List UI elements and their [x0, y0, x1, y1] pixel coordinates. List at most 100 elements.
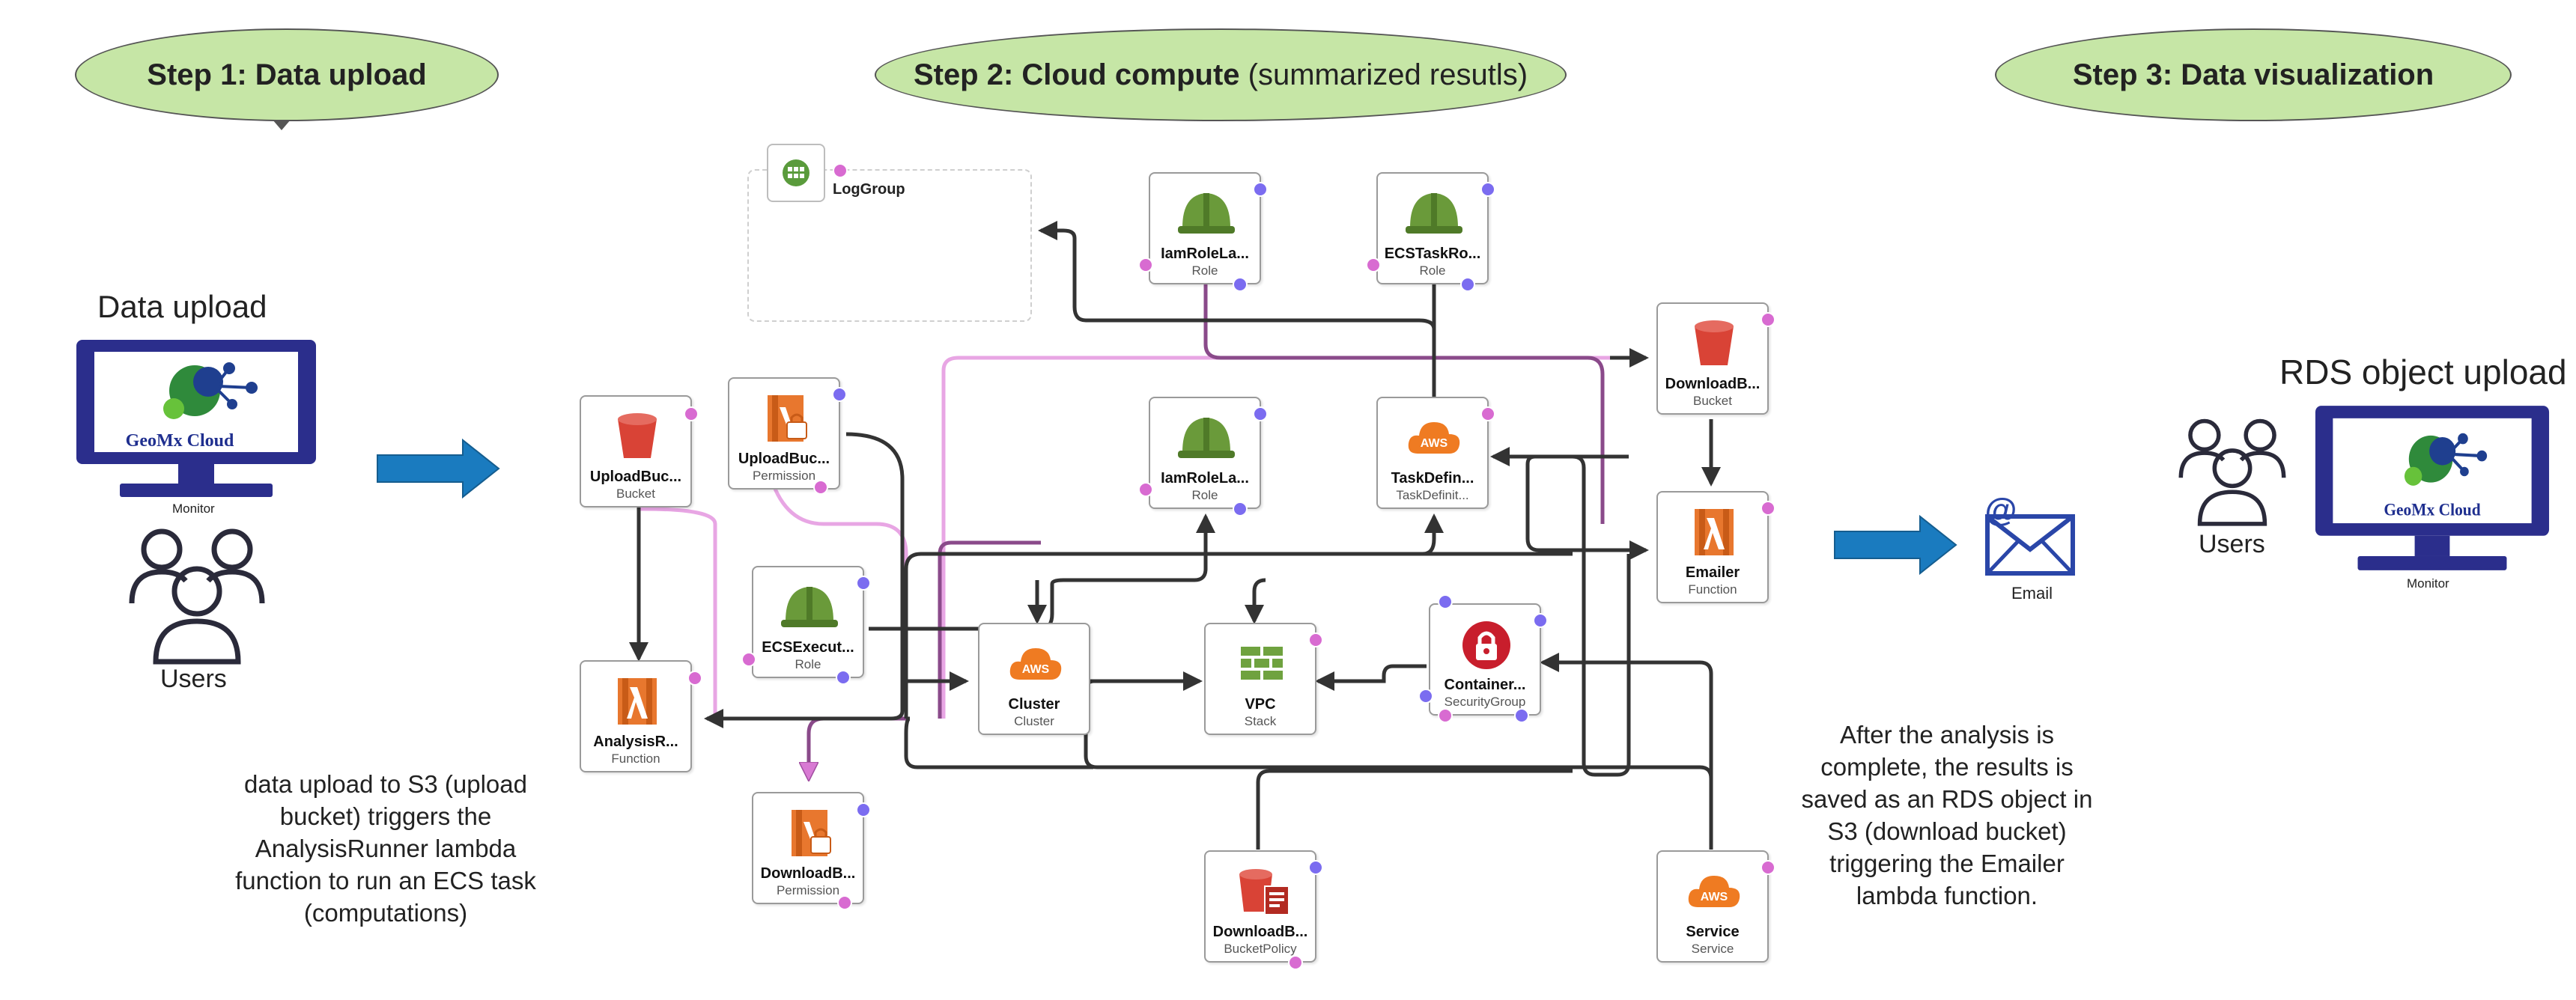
node-port[interactable]: [684, 406, 699, 421]
node-port[interactable]: [1514, 708, 1529, 723]
security-group-icon: [1462, 621, 1510, 669]
node-type: Role: [795, 657, 821, 671]
right-monitor-label: Monitor: [2407, 576, 2449, 591]
loggroup-name: LogGroup: [833, 181, 905, 198]
node-port[interactable]: [1480, 406, 1495, 421]
node-type: BucketPolicy: [1224, 942, 1297, 956]
result-flow-arrow: [1832, 513, 1959, 576]
node-type: Function: [611, 751, 660, 766]
node-name: VPC: [1245, 696, 1276, 713]
node-download-permission[interactable]: DownloadB... Permission: [752, 792, 864, 904]
right-description-line: S3 (download bucket): [1827, 817, 2067, 845]
node-port[interactable]: [1418, 689, 1433, 704]
node-port[interactable]: [687, 671, 702, 686]
loggroup-icon-card: [767, 144, 825, 202]
svg-text:@: @: [1985, 492, 2017, 528]
node-port[interactable]: [856, 802, 871, 817]
node-type: SecurityGroup: [1444, 695, 1526, 709]
node-type: Stack: [1244, 714, 1277, 728]
node-port[interactable]: [741, 652, 756, 667]
node-port[interactable]: [1138, 257, 1153, 272]
node-port[interactable]: [1253, 182, 1268, 197]
node-port[interactable]: [856, 576, 871, 591]
node-port[interactable]: [1308, 860, 1323, 875]
node-name: IamRoleLa...: [1161, 246, 1249, 262]
aws-ecs-icon: AWS: [1009, 648, 1062, 680]
node-port[interactable]: [1138, 482, 1153, 497]
s3-bucket-icon: [1695, 320, 1734, 365]
node-name: TaskDefin...: [1391, 470, 1474, 487]
node-emailer[interactable]: Emailer Function: [1656, 491, 1769, 603]
loggroup-port[interactable]: [833, 163, 848, 178]
node-ecs-exec-role[interactable]: ECSExecut... Role: [752, 566, 864, 678]
loggroup-container[interactable]: [747, 169, 1032, 322]
email-label: Email: [2011, 584, 2053, 603]
node-vpc[interactable]: VPC Stack: [1204, 623, 1316, 735]
node-upload-bucket[interactable]: UploadBuc... Bucket: [580, 395, 692, 507]
right-description-line: triggering the Emailer: [1829, 850, 2065, 877]
step2-title: Step 2: Cloud compute: [913, 58, 1240, 91]
node-container-sg[interactable]: Container... SecurityGroup: [1429, 603, 1541, 716]
node-type: Bucket: [616, 487, 655, 501]
node-port[interactable]: [1533, 613, 1548, 628]
node-name: AnalysisR...: [593, 734, 678, 750]
node-name: UploadBuc...: [589, 469, 682, 485]
node-name: DownloadB...: [1665, 376, 1761, 392]
node-iam-role-mid[interactable]: IamRoleLa... Role: [1149, 397, 1261, 509]
aws-ecs-icon: AWS: [1688, 876, 1740, 907]
node-port[interactable]: [1253, 406, 1268, 421]
right-screen-brand: GeoMx Cloud: [2384, 500, 2481, 519]
node-port[interactable]: [1233, 501, 1248, 516]
left-description-line: AnalysisRunner lambda: [255, 835, 517, 862]
node-analysis-runner[interactable]: AnalysisR... Function: [580, 660, 692, 772]
node-port[interactable]: [1761, 312, 1775, 327]
node-upload-permission[interactable]: UploadBuc... Permission: [728, 377, 840, 490]
right-users-icon: [2176, 410, 2288, 530]
vpc-stack-icon: [1241, 647, 1283, 680]
node-port[interactable]: [1308, 632, 1323, 647]
left-heading: Data upload: [97, 289, 267, 324]
node-name: DownloadB...: [1212, 924, 1308, 940]
right-description: After the analysis is complete, the resu…: [1782, 719, 2112, 912]
svg-text:AWS: AWS: [1421, 437, 1448, 450]
iam-role-icon: [1178, 193, 1235, 234]
left-monitor: GeoMx Cloud: [75, 338, 318, 500]
lambda-permission-icon: [768, 395, 807, 442]
node-port[interactable]: [1233, 277, 1248, 292]
left-users-icon: [126, 522, 268, 665]
node-type: Cluster: [1014, 714, 1054, 728]
node-port[interactable]: [1761, 860, 1775, 875]
node-name: ECSTaskRo...: [1384, 246, 1481, 262]
left-description: data upload to S3 (upload bucket) trigge…: [202, 768, 569, 929]
node-port[interactable]: [1288, 955, 1303, 970]
loggroup-icon: [783, 159, 809, 186]
lambda-function-icon: [618, 678, 657, 725]
node-port[interactable]: [836, 670, 851, 685]
node-download-policy[interactable]: DownloadB... BucketPolicy: [1204, 850, 1316, 963]
node-port[interactable]: [1438, 594, 1453, 609]
node-port[interactable]: [813, 480, 828, 495]
email-icon: @: [1981, 491, 2077, 579]
node-port[interactable]: [1366, 257, 1381, 272]
node-port[interactable]: [837, 895, 852, 910]
node-type: Permission: [752, 469, 816, 483]
node-download-bucket[interactable]: DownloadB... Bucket: [1656, 302, 1769, 415]
node-name: Container...: [1444, 677, 1526, 693]
node-port[interactable]: [1480, 182, 1495, 197]
node-name: Service: [1686, 924, 1740, 940]
node-port[interactable]: [832, 387, 847, 402]
node-cluster[interactable]: AWS Cluster Cluster: [978, 623, 1090, 735]
node-type: Bucket: [1693, 394, 1732, 408]
node-name: UploadBuc...: [738, 451, 830, 467]
node-ecs-task-role[interactable]: ECSTaskRo... Role: [1376, 172, 1489, 284]
node-port[interactable]: [1761, 501, 1775, 516]
node-task-definition[interactable]: AWS TaskDefin... TaskDefinit...: [1376, 397, 1489, 509]
node-service[interactable]: AWS Service Service: [1656, 850, 1769, 963]
right-description-line: complete, the results is: [1820, 753, 2074, 781]
node-port[interactable]: [1460, 277, 1475, 292]
left-description-line: (computations): [303, 899, 468, 927]
node-port[interactable]: [1438, 708, 1453, 723]
right-users-label: Users: [2199, 530, 2265, 558]
node-name: Cluster: [1008, 696, 1060, 713]
node-iam-role-top[interactable]: IamRoleLa... Role: [1149, 172, 1261, 284]
